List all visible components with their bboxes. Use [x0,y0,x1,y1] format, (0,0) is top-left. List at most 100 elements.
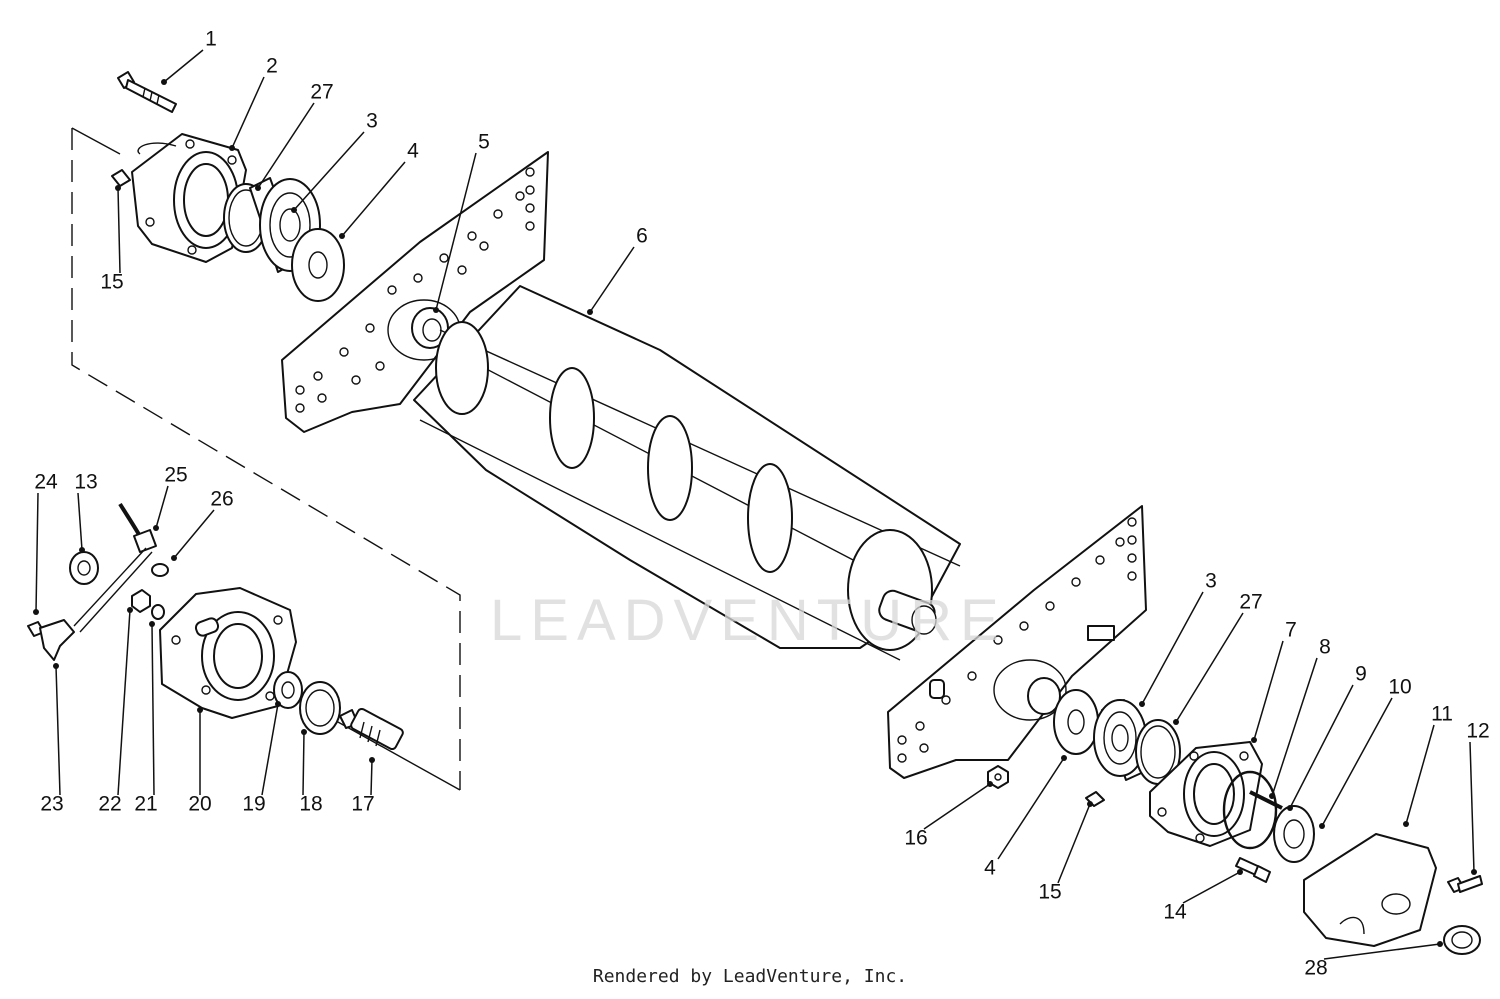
callout-dot-14 [1237,869,1243,875]
callout-leader-23 [55,665,61,796]
callout-leader-22 [117,609,131,796]
callout-dot-4 [339,233,345,239]
callout-dot-17 [369,757,375,763]
callout-dot-26 [171,555,177,561]
callout-label-10: 10 [1388,676,1411,699]
callout-leader-18 [302,731,305,796]
callout-dot-28 [1437,941,1443,947]
bolt-part-12 [1447,875,1483,893]
bearing-housing-part-2 [131,133,247,263]
callout-label-2: 2 [266,55,278,78]
bolt-part-1 [117,71,177,113]
callout-dot-2 [229,145,235,151]
callout-leader-4 [341,161,406,237]
callout-dot-6 [587,309,593,315]
footer-credit: Rendered by LeadVenture, Inc. [592,966,908,987]
snap-ring-part-8 [1222,770,1278,850]
callout-label-9: 9 [1355,663,1367,686]
callout-label-26: 26 [210,488,233,511]
callout-dot-15 [1087,801,1093,807]
callout-dot-3 [1139,701,1145,707]
left-side-plate [281,151,549,433]
washer-part-4-right [1053,689,1099,755]
callout-label-6: 6 [636,225,648,248]
oring-part-26 [151,563,169,577]
callout-label-27: 27 [310,81,333,104]
nut-part-16 [987,765,1009,789]
bracket-part-23 [39,619,75,661]
callout-label-28: 28 [1304,957,1327,980]
callout-dot-10 [1319,823,1325,829]
callout-label-3: 3 [1205,570,1217,593]
callout-leader-12 [1469,741,1475,873]
callout-dot-15 [115,185,121,191]
callout-leader-3 [293,131,365,211]
callout-leader-16 [923,783,991,830]
bearing-housing-part-7 [1149,741,1263,847]
callout-label-12: 12 [1466,720,1489,743]
watermark: LEADVENTURE [490,588,1007,653]
callout-label-17: 17 [351,793,374,816]
callout-leader-27 [257,102,315,189]
clip-part-13 [69,551,99,585]
callout-label-15: 15 [100,271,123,294]
callout-label-13: 13 [74,471,97,494]
right-side-plate [887,505,1147,779]
callout-label-4: 4 [407,140,419,163]
callout-label-15: 15 [1038,881,1061,904]
callout-dot-13 [79,547,85,553]
callout-leader-27 [1175,612,1244,723]
callout-leader-10 [1321,697,1393,827]
callout-leader-9 [1289,684,1354,809]
reel-assembly-part-6 [413,285,961,661]
callout-leader-11 [1405,724,1435,825]
callout-leader-6 [589,246,635,313]
callout-leader-15 [117,187,121,274]
callout-leader-15 [1057,803,1091,884]
pin-part-9 [1249,790,1283,810]
callout-label-16: 16 [904,827,927,850]
callout-leader-28 [1323,943,1441,960]
callout-leader-26 [173,509,215,559]
callout-dot-12 [1471,869,1477,875]
callout-label-1: 1 [205,28,217,51]
motor-housing-part-20 [159,587,297,719]
callout-leader-25 [155,485,169,529]
callout-label-22: 22 [98,793,121,816]
callout-leader-19 [261,703,279,796]
plug-part-28 [1443,925,1481,955]
callout-label-20: 20 [188,793,211,816]
callout-label-14: 14 [1163,901,1187,924]
callout-dot-21 [149,621,155,627]
callout-dot-16 [987,781,993,787]
seal-part-10 [1273,805,1315,863]
callout-leader-13 [77,492,83,551]
callout-leader-5 [435,152,477,311]
callout-dot-1 [161,79,167,85]
callout-dot-22 [127,607,133,613]
callout-dot-27 [1173,719,1179,725]
callout-dot-25 [153,525,159,531]
callout-leader-2 [231,76,265,149]
nut-part-22 [131,589,151,613]
callout-leader-8 [1271,657,1318,797]
callout-dot-19 [275,701,281,707]
callout-label-18: 18 [299,793,322,816]
callout-label-8: 8 [1319,636,1331,659]
callout-label-5: 5 [478,131,490,154]
callout-dot-11 [1403,821,1409,827]
callout-label-27: 27 [1239,591,1262,614]
callout-dot-9 [1287,805,1293,811]
callout-dot-27 [255,185,261,191]
bolt-part-14 [1235,857,1271,883]
callout-leader-4 [997,757,1065,860]
callout-label-25: 25 [164,464,187,487]
callout-leader-7 [1253,640,1284,741]
seal-part-18 [299,681,341,735]
callout-label-11: 11 [1431,703,1453,726]
callout-leader-14 [1182,871,1241,904]
callout-label-7: 7 [1285,619,1297,642]
callout-dot-8 [1269,793,1275,799]
callout-label-3: 3 [366,110,378,133]
